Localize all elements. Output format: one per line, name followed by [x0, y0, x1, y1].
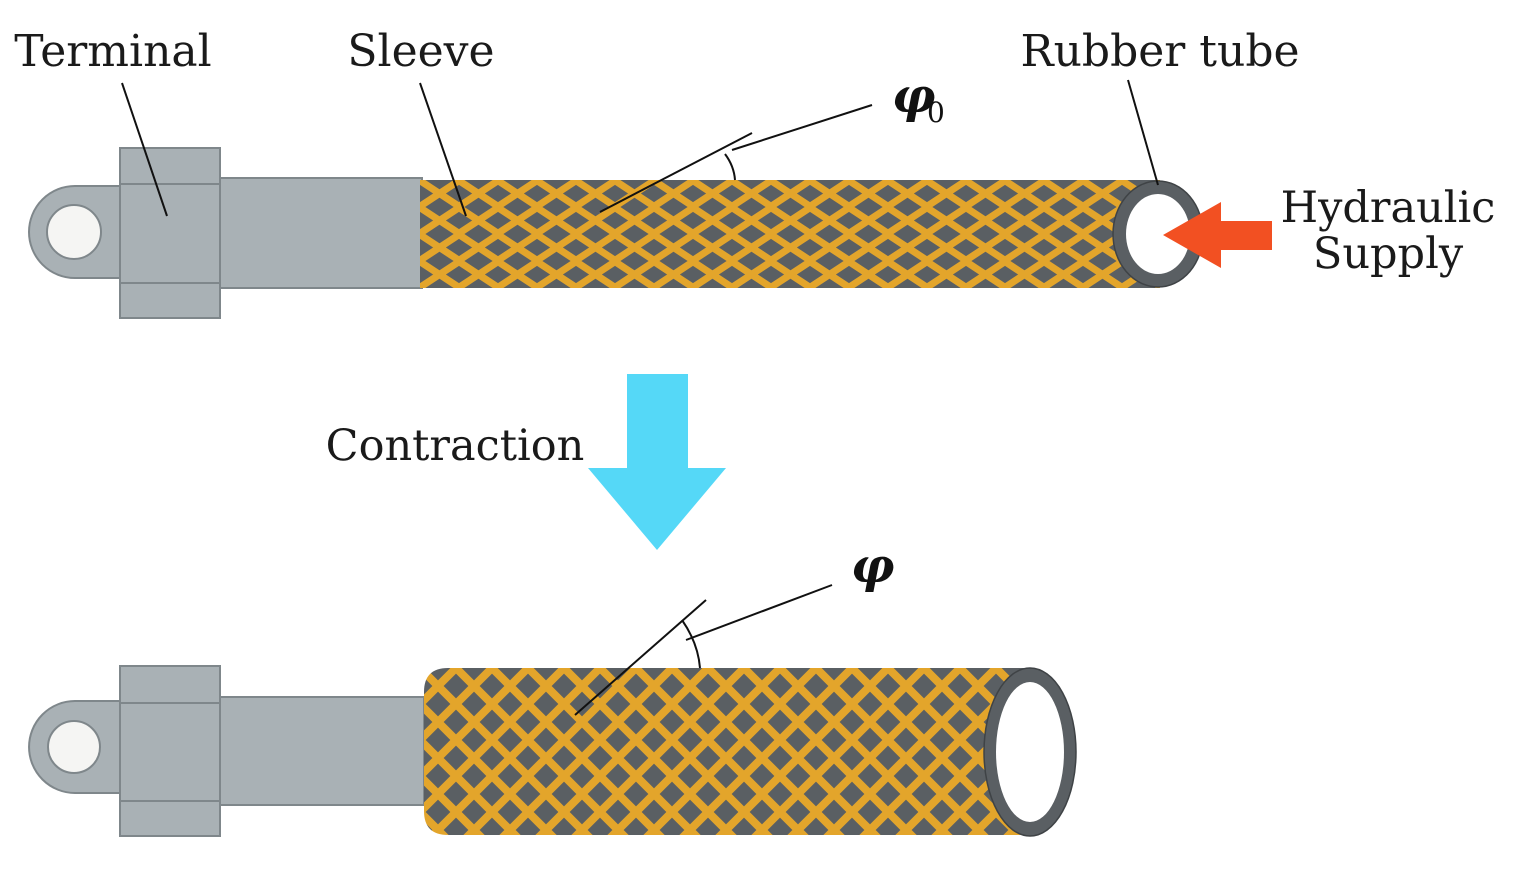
rubber-tube-leader: [1127, 79, 1159, 186]
phi0-subscript: 0: [927, 96, 945, 129]
hydraulic-supply-arrow: [1163, 202, 1272, 268]
contraction-arrow: [588, 374, 726, 550]
angle-phi0-lines: [599, 104, 873, 213]
hydraulic-label-line1: Hydraulic: [1281, 183, 1496, 233]
rubber-tube-label: Rubber tube: [1020, 26, 1299, 77]
terminal-label: Terminal: [14, 26, 211, 77]
terminal-top: [28, 147, 423, 319]
hydraulic-label-line2: Supply: [1313, 229, 1464, 279]
rubber-tube-bottom: [983, 667, 1077, 837]
terminal-bottom: [28, 665, 425, 837]
sleeve-leader: [419, 82, 467, 217]
contraction-label: Contraction: [326, 421, 585, 471]
phi-symbol: φ: [851, 538, 894, 594]
sleeve-label: Sleeve: [347, 26, 494, 77]
terminal-leader: [121, 82, 168, 217]
angle-phi-lines: [574, 584, 833, 716]
sleeve-top: [420, 180, 1160, 288]
rubber-tube-top: [1112, 180, 1204, 288]
phi0-symbol: φ: [892, 68, 935, 124]
sleeve-bottom: [424, 668, 1030, 835]
